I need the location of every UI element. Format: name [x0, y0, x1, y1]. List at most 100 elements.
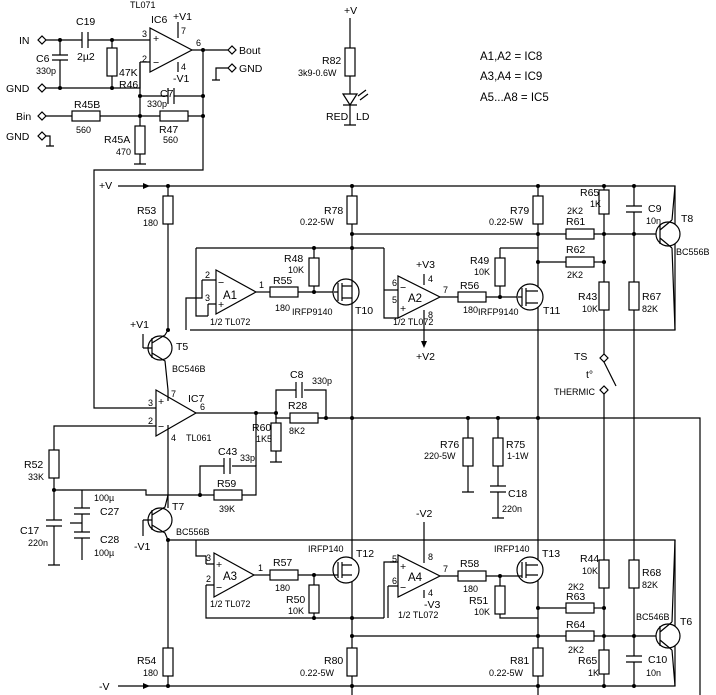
- r64-val: 2K2: [568, 645, 584, 655]
- svg-text:+: +: [158, 396, 164, 408]
- a3-ref: A3: [223, 571, 237, 583]
- r51-ref: R51: [469, 595, 488, 607]
- svg-text:6: 6: [200, 402, 205, 412]
- c43-ref: C43: [218, 446, 237, 458]
- svg-text:1: 1: [258, 563, 263, 573]
- ic7-stage: + − IC7 TL061 3 2 7 4 6 C8 330p R28 8K2 …: [20, 369, 701, 695]
- svg-text:+V1: +V1: [173, 11, 192, 23]
- r43-val: 10K: [582, 304, 598, 314]
- c43-val: 33p: [240, 453, 255, 463]
- r75-val: 1-1W: [507, 451, 529, 461]
- r57-ref: R57: [273, 557, 292, 569]
- c9-ref: C9: [648, 203, 662, 215]
- a4-val: 1/2 TL072: [398, 610, 438, 620]
- svg-text:4: 4: [181, 62, 186, 72]
- bin-label: Bin: [16, 111, 31, 123]
- r28-ref: R28: [288, 400, 307, 412]
- svg-text:A3,A4 = IC9: A3,A4 = IC9: [480, 71, 542, 83]
- r46-val: 47K: [119, 67, 138, 79]
- t8-val: BC556B: [676, 247, 710, 257]
- svg-text:2: 2: [205, 270, 210, 280]
- t7-transistor: T7 BC556B -V1: [134, 494, 210, 553]
- r47-val: 560: [163, 135, 178, 145]
- svg-text:8: 8: [428, 310, 433, 320]
- upper-output-stage: R53 180 R78 0.22-5W R79 0.22-5W R65 1K 2…: [137, 185, 710, 695]
- svg-text:3: 3: [142, 29, 147, 39]
- r80-val: 0.22-5W: [300, 668, 335, 678]
- led-ref: LD: [356, 111, 370, 123]
- r78-ref: R78: [324, 205, 343, 217]
- ic7-val: TL061: [186, 433, 212, 443]
- t5-transistor: +V1 T5 BC546B: [130, 319, 206, 391]
- r67-ref: R67: [642, 291, 661, 303]
- r52-val: 33K: [28, 472, 44, 482]
- r53-val: 180: [143, 218, 158, 228]
- a2-val: 1/2 TL072: [393, 317, 433, 327]
- svg-text:5: 5: [392, 554, 397, 564]
- svg-text:+V2: +V2: [416, 351, 435, 363]
- svg-text:A5...A8 = IC5: A5...A8 = IC5: [480, 92, 549, 104]
- r65b-ref: R65: [578, 655, 597, 667]
- svg-text:6: 6: [392, 576, 397, 586]
- r82-val: 3k9-0.6W: [298, 68, 337, 78]
- r57-val: 180: [275, 583, 290, 593]
- r58-val: 180: [463, 584, 478, 594]
- c18-ref: C18: [508, 488, 527, 500]
- r43-ref: R43: [578, 291, 597, 303]
- svg-text:−: −: [400, 582, 406, 594]
- r45a-val: 470: [116, 147, 131, 157]
- r63-ref: R63: [566, 591, 585, 603]
- a1-ref: A1: [223, 290, 237, 302]
- c19-ref: C19: [76, 16, 95, 28]
- t12-val: IRFP140: [308, 544, 344, 554]
- r52-ref: R52: [24, 459, 43, 471]
- svg-text:7: 7: [181, 26, 186, 36]
- r65b-val: 1K: [588, 668, 599, 678]
- svg-text:4: 4: [428, 274, 433, 284]
- r65t-val: 1K: [590, 199, 601, 209]
- r50-val: 10K: [288, 606, 304, 616]
- r45b-val: 560: [76, 125, 91, 135]
- r80-ref: R80: [324, 655, 343, 667]
- svg-text:−: −: [158, 421, 164, 433]
- t7-val: BC556B: [176, 527, 210, 537]
- c7-val: 330p: [147, 99, 167, 109]
- r45a-ref: R45A: [104, 134, 130, 146]
- c27-ref: C27: [100, 506, 119, 518]
- t11-val: IRFP9140: [478, 307, 519, 317]
- r76-ref: R76: [440, 439, 459, 451]
- r61-val: 2K2: [567, 206, 583, 216]
- r54-ref: R54: [137, 655, 156, 667]
- led-indicator: +V R82 3k9-0.6W RED LD: [298, 5, 370, 126]
- t5-ref: T5: [176, 341, 188, 353]
- thermic-switch: TS t° THERMIC: [554, 351, 617, 560]
- c17-val: 220n: [28, 538, 48, 548]
- r48-val: 10K: [288, 265, 304, 275]
- led-color: RED: [326, 111, 349, 123]
- ts-val: THERMIC: [554, 387, 595, 397]
- c10-ref: C10: [648, 654, 667, 666]
- r82-ref: R82: [322, 55, 341, 67]
- r55-val: 180: [275, 303, 290, 313]
- r46-ref: R46: [119, 79, 138, 91]
- t6-ref: T6: [680, 616, 692, 628]
- r79-val: 0.22-5W: [489, 217, 524, 227]
- c8-ref: C8: [290, 369, 304, 381]
- t12-ref: T12: [356, 548, 374, 560]
- r53-ref: R53: [137, 205, 156, 217]
- svg-text:−: −: [153, 57, 159, 69]
- svg-text:+V: +V: [344, 5, 357, 17]
- c9-val: 10n: [646, 216, 661, 226]
- a4-ref: A4: [408, 572, 423, 584]
- svg-text:A1,A2 = IC8: A1,A2 = IC8: [480, 51, 542, 63]
- r68-ref: R68: [642, 567, 661, 579]
- r47-ref: R47: [159, 124, 178, 136]
- c28-val: 100µ: [94, 548, 114, 558]
- r56-val: 180: [463, 305, 478, 315]
- svg-text:6: 6: [196, 38, 201, 48]
- r59-ref: R59: [217, 478, 236, 490]
- ic6-part: TL071: [130, 0, 156, 10]
- input-stage: IN C19 2µ2 C6 330p 47K R46 GND + − 3 2 T…: [6, 0, 263, 409]
- bout-label: Bout: [239, 45, 261, 57]
